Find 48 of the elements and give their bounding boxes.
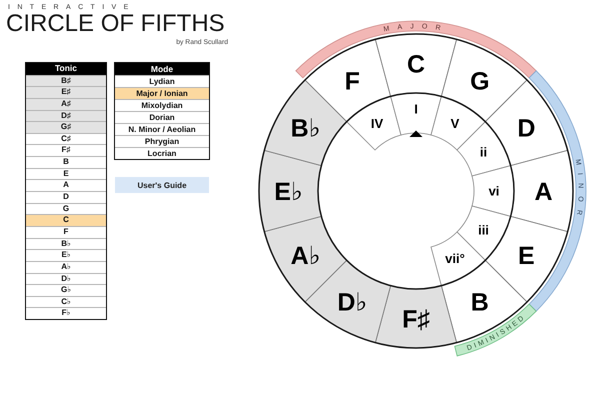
list-option: E♯	[26, 86, 106, 98]
key-name: G	[470, 68, 490, 96]
list-option: C♭	[26, 296, 106, 308]
key-name: D♭	[337, 288, 368, 316]
list-option: Dorian	[115, 111, 209, 123]
key-name: D	[517, 114, 536, 142]
list-option: E	[26, 168, 106, 180]
chord-segment	[346, 96, 402, 150]
key-name: E♭	[274, 178, 303, 206]
list-option: Major / Ionian	[115, 87, 209, 99]
roman-numeral: V	[450, 116, 460, 132]
key-name: B	[470, 288, 489, 316]
roman-numeral: ii	[480, 144, 488, 160]
roman-numeral: vii°	[445, 251, 465, 266]
title: CIRCLE OF FIFTHS	[6, 12, 225, 36]
list-option: Phrygian	[115, 135, 209, 147]
list-option: G	[26, 202, 106, 214]
key-name: F	[344, 68, 360, 96]
list-header: Tonic	[26, 63, 106, 75]
list-option: Locrian	[115, 147, 209, 159]
selection-list	[25, 62, 107, 320]
roman-numeral: I	[414, 102, 418, 117]
key-segment	[258, 150, 322, 232]
key-segment	[264, 80, 348, 166]
roman-numeral: iii	[478, 222, 489, 238]
list-option: A♯	[26, 98, 106, 110]
key-name: B♭	[290, 114, 321, 142]
chord-segment	[472, 165, 514, 217]
key-name: E	[518, 242, 535, 270]
chord-segment	[390, 92, 442, 136]
list-option: Mixolydian	[115, 99, 209, 111]
list-option: C	[26, 214, 106, 226]
roman-numeral: IV	[370, 116, 384, 132]
guide-button: User's Guide	[115, 177, 209, 193]
selection-list	[114, 62, 210, 160]
list-option: D♯	[26, 110, 106, 122]
list-header: Mode	[115, 63, 209, 75]
key-name: F♯	[402, 306, 430, 334]
key-name: C	[406, 50, 426, 78]
list-option: Lydian	[115, 75, 209, 87]
key-name: A♭	[290, 242, 321, 270]
list-option: N. Minor / Aeolian	[115, 123, 209, 135]
list-option: C♯	[26, 132, 106, 144]
key-name: A	[534, 178, 553, 206]
list-option: B♯	[26, 74, 106, 86]
list-option: B♭	[26, 238, 106, 250]
list-option: G♯	[26, 121, 106, 133]
roman-numeral: vi	[488, 184, 500, 199]
